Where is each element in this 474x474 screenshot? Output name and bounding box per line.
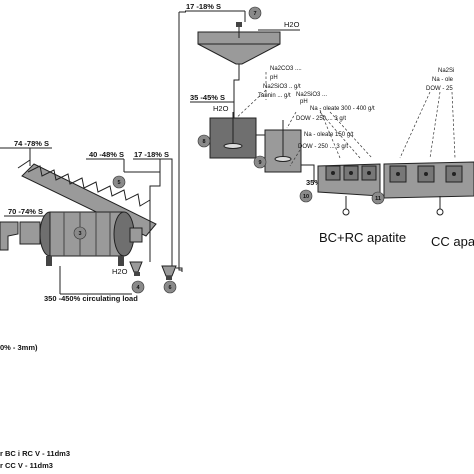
unit-7-marker xyxy=(248,6,262,20)
reagent-dow-1: DOW - 250 ... 3 g/t xyxy=(296,116,346,122)
reagent-ph-b: pH xyxy=(300,99,308,105)
reagent-right-1: Na2Si xyxy=(438,68,454,74)
cell-volume-cc: r CC V - 11dm3 xyxy=(0,461,53,470)
unit-11-label: 11 xyxy=(375,196,381,202)
reagent-silicate-b: Na2SiO3 ... xyxy=(296,92,327,98)
stream-label-40-48: 40 -48% S xyxy=(89,150,124,159)
unit-7-label: 7 xyxy=(253,11,256,17)
ball-mill xyxy=(0,211,143,266)
conditioner-9 xyxy=(264,120,302,173)
size-range-label: 0% - 3mm) xyxy=(0,343,38,352)
stream-label-17-18-mid: 17 -18% S xyxy=(134,150,169,159)
water-label-conditioner: H2O xyxy=(213,104,229,113)
unit-6-label: 6 xyxy=(168,285,171,291)
unit-4-label: 4 xyxy=(136,285,140,291)
circulating-load-label: 350 -450% circulating load xyxy=(44,294,138,303)
water-label-pump: H2O xyxy=(112,267,128,276)
product-cc-apatite: CC apa xyxy=(431,234,474,249)
reagent-right-3: DOW - 25 xyxy=(426,86,453,92)
conditioner-8 xyxy=(209,112,257,159)
stream-label-35-45: 35 -45% S xyxy=(190,93,225,102)
right-reagents: Na2Si Na - ole DOW - 25 xyxy=(319,68,456,159)
cell-volume-bc-rc: r BC i RC V - 11dm3 xyxy=(0,449,70,458)
reagent-ph: pH xyxy=(270,75,278,81)
product-bc-rc-apatite: BC+RC apatite xyxy=(319,230,406,245)
unit-8-label: 8 xyxy=(202,139,205,145)
stream-label-17-18-top: 17 -18% S xyxy=(186,2,221,11)
stream-label-70-74: 70 -74% S xyxy=(8,207,43,216)
unit-5-label: 5 xyxy=(117,180,120,186)
flotation-bank xyxy=(317,161,474,199)
unit-3-label: 3 xyxy=(78,231,81,237)
reagent-right-2: Na - ole xyxy=(432,77,454,83)
reagent-dow-2: DOW - 250 ... 3 g/t xyxy=(298,144,348,150)
stream-label-35: 35% S xyxy=(306,178,328,187)
reagent-tannin: Tannin ... g/t xyxy=(258,93,291,99)
reagent-na2co3: Na2CO3 .... xyxy=(270,66,302,72)
unit-10-label: 10 xyxy=(303,194,309,200)
thickener-reagents: Na2CO3 .... pH Na2SiO3 .. g/t Tannin ...… xyxy=(231,66,302,123)
reagent-na2sio3: Na2SiO3 .. g/t xyxy=(263,84,301,90)
stream-label-74-78: 74 -78% S xyxy=(14,139,49,148)
reagent-oleate-2: Na - oleate 150 g/t xyxy=(304,132,354,138)
water-label-thickener: H2O xyxy=(284,20,300,29)
pump-4 xyxy=(129,261,143,276)
pump-6 xyxy=(161,265,183,280)
conditioner-reagents: Na2SiO3 ... pH Na - oleate 300 - 400 g/t… xyxy=(286,92,375,167)
unit-9-label: 9 xyxy=(258,160,261,166)
reagent-oleate-1: Na - oleate 300 - 400 g/t xyxy=(310,106,375,112)
thickener xyxy=(197,22,281,72)
